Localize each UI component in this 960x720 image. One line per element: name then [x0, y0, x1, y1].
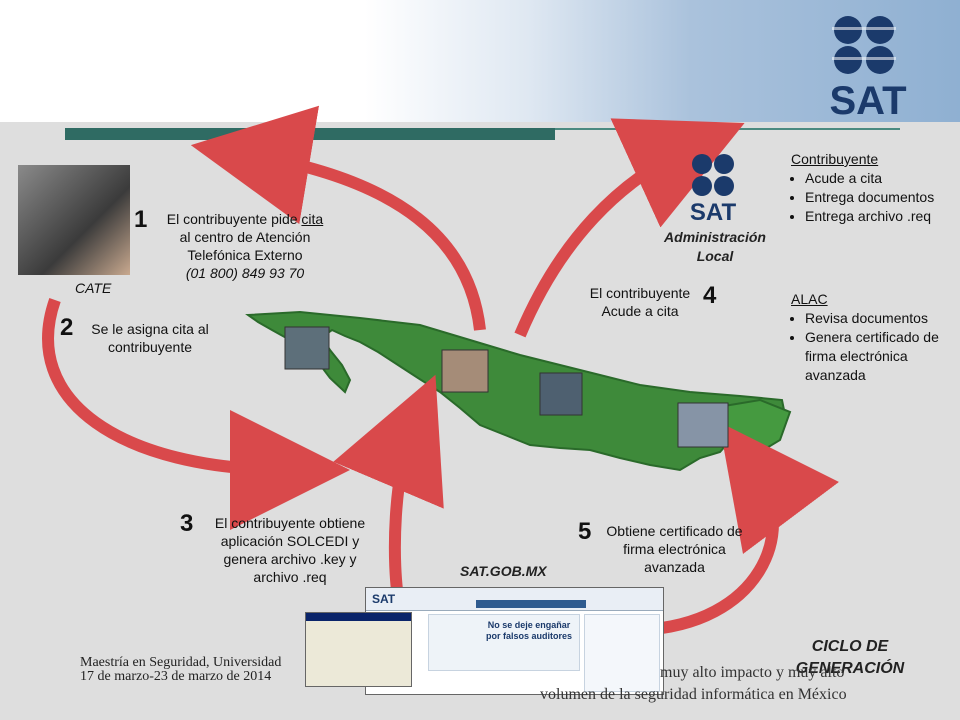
step1-number: 1 — [134, 206, 148, 233]
cycle-title: CICLO DE GENERACIÓN — [780, 636, 920, 680]
website-logo: SAT — [372, 592, 396, 606]
alac-box: ALAC Revisa documentos Genera certificad… — [791, 290, 959, 385]
admin-line2: Local — [696, 248, 734, 264]
website-label: SAT.GOB.MX — [460, 563, 547, 579]
website-nav — [476, 600, 586, 608]
cycle-line2: GENERACIÓN — [795, 660, 905, 677]
contribuyente-item: Acude a cita — [805, 169, 959, 188]
contribuyente-title: Contribuyente — [791, 151, 879, 167]
website-screenshot: SAT No se deje engañar por falsos audito… — [365, 587, 664, 695]
step1-line3: Telefónica Externo — [187, 247, 303, 263]
person-photo-2 — [441, 349, 489, 393]
step5-number: 5 — [578, 518, 592, 545]
footer-left-line1: Maestría en Seguridad, Universidad — [80, 655, 282, 670]
arrow-3 — [333, 374, 444, 612]
sat-logo: SAT — [800, 10, 940, 123]
alac-item: Genera certificado de firma electrónica … — [805, 328, 959, 385]
step3-line2: aplicación SOLCEDI y — [220, 533, 360, 549]
step2-number: 2 — [60, 314, 74, 341]
footer-left: Maestría en Seguridad, Universidad 17 de… — [80, 656, 281, 684]
step2-line2: contribuyente — [107, 339, 193, 355]
step5-line3: avanzada — [644, 559, 705, 575]
alac-item: Revisa documentos — [805, 309, 959, 328]
step5-line1: Obtiene certificado de — [606, 523, 743, 539]
website-header — [366, 588, 663, 611]
step5-text: Obtiene certificado de firma electrónica… — [592, 522, 757, 576]
website-banner — [428, 614, 580, 671]
step3-line4: archivo .req — [253, 569, 327, 585]
step1-link[interactable]: cita — [301, 211, 324, 227]
solcedi-titlebar — [306, 613, 411, 621]
person-photo-1 — [284, 326, 330, 370]
arrow-4 — [514, 118, 745, 338]
step1-phone: (01 800) 849 93 70 — [185, 265, 305, 281]
arrow-1 — [190, 105, 486, 331]
step3-line3: genera archivo .key y — [223, 551, 357, 567]
step4-number: 4 — [703, 282, 717, 309]
alac-title: ALAC — [791, 291, 828, 307]
footer-right-line1: muy alto impacto y muy alto — [660, 664, 845, 681]
step4-line1: El contribuyente — [589, 285, 691, 301]
arrow-5 — [639, 421, 839, 636]
contribuyente-item: Entrega documentos — [805, 188, 959, 207]
step2-text: Se le asigna cita al contribuyente — [80, 320, 220, 356]
admin-logo-text: SAT — [690, 199, 737, 225]
solcedi-screenshot — [305, 612, 412, 687]
step3-line1: El contribuyente obtiene — [214, 515, 366, 531]
step5-line2: firma electrónica — [623, 541, 726, 557]
admin-line1: Administración — [664, 229, 766, 245]
step1-line2: al centro de Atención — [179, 229, 311, 245]
sat-logo-text: SAT — [829, 79, 906, 120]
step3-number: 3 — [180, 510, 194, 537]
person-photo-3 — [539, 372, 583, 416]
admin-label: Administración Local — [650, 228, 780, 266]
footer-left-line2: 17 de marzo-23 de marzo de 2014 — [80, 669, 272, 684]
step1-line1: El contribuyente pide — [166, 211, 302, 227]
operator-photo — [18, 165, 130, 275]
step4-text: El contribuyente Acude a cita — [575, 284, 705, 320]
step3-text: El contribuyente obtiene aplicación SOLC… — [195, 514, 385, 586]
footer-right-line2: volumen de la seguridad informática en M… — [540, 686, 847, 703]
contribuyente-item: Entrega archivo .req — [805, 207, 959, 226]
step1-text: El contribuyente pide cita al centro de … — [150, 210, 340, 282]
cate-label: CATE — [75, 280, 112, 296]
website-side-panel — [584, 614, 660, 692]
arrow-2 — [42, 298, 350, 530]
footer-right: muy alto impacto y muy alto volumen de l… — [540, 662, 847, 706]
header-band — [0, 0, 960, 122]
person-photo-4 — [677, 402, 729, 448]
contribuyente-box: Contribuyente Acude a cita Entrega docum… — [791, 150, 959, 226]
website-banner-text: No se deje engañar por falsos auditores — [485, 620, 573, 641]
step4-line2: Acude a cita — [601, 303, 679, 319]
admin-logo: SAT — [678, 150, 748, 226]
step2-line1: Se le asigna cita al — [91, 321, 209, 337]
cycle-line1: CICLO DE — [811, 638, 889, 655]
